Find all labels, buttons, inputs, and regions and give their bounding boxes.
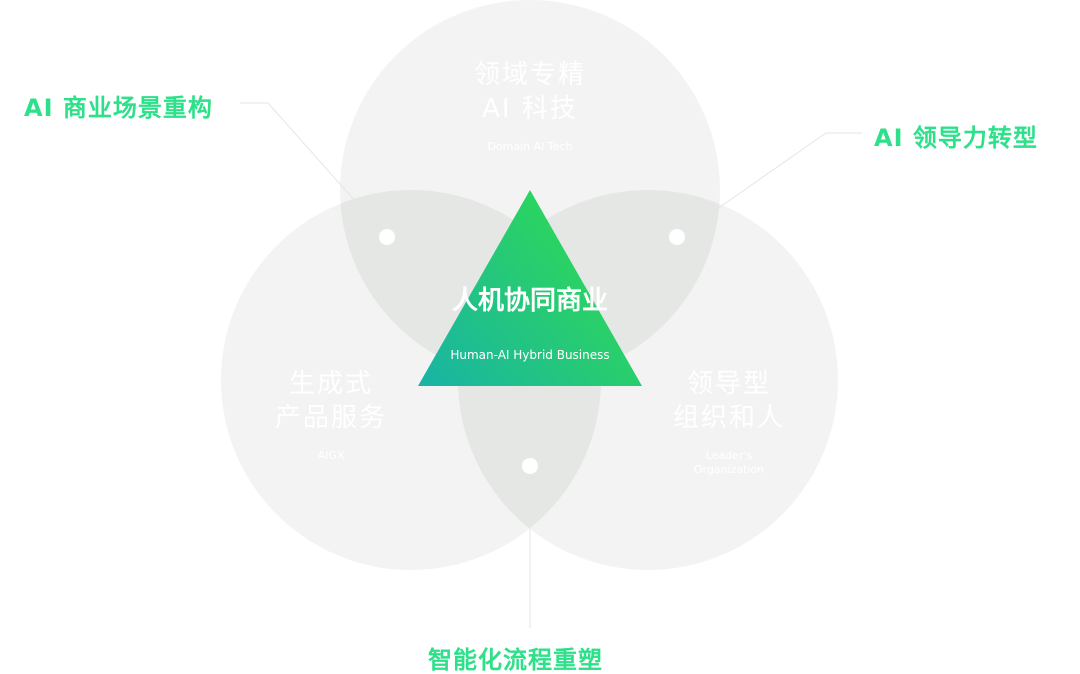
circle-left-line1: 生成式 — [288, 369, 373, 399]
circle-right-line1: 领导型 — [686, 369, 771, 399]
circle-left-line2: 产品服务 — [274, 403, 387, 433]
connector-line-left — [240, 102, 388, 238]
circle-top-line2: AI 科技 — [482, 94, 578, 124]
circle-right-en: Leader's Organization — [693, 449, 765, 476]
dot-bottom — [522, 458, 538, 474]
center-text: 人机协同商业 Human-AI Hybrid Business — [430, 284, 630, 362]
label-ai-business-scene: AI 商业场景重构 — [24, 94, 213, 122]
label-ai-leadership: AI 领导力转型 — [874, 124, 1038, 152]
circle-left-text: 生成式 产品服务 AIGX — [231, 367, 431, 463]
circle-top-text: 领域专精 AI 科技 Domain AI Tech — [430, 58, 630, 154]
label-intelligent-process: 智能化流程重塑 — [428, 646, 603, 674]
dot-right — [669, 229, 685, 245]
center-title: 人机协同商业 — [451, 286, 608, 316]
circle-right-line2: 组织和人 — [672, 403, 785, 433]
dot-left — [379, 229, 395, 245]
connector-line-right — [676, 132, 862, 238]
circle-left-en: AIGX — [317, 449, 345, 462]
center-subtitle: Human-AI Hybrid Business — [450, 348, 610, 362]
circle-top-en: Domain AI Tech — [487, 140, 573, 153]
center-triangle — [418, 190, 642, 386]
circle-right-text: 领导型 组织和人 Leader's Organization — [629, 367, 829, 477]
circle-top-line1: 领域专精 — [473, 60, 586, 90]
